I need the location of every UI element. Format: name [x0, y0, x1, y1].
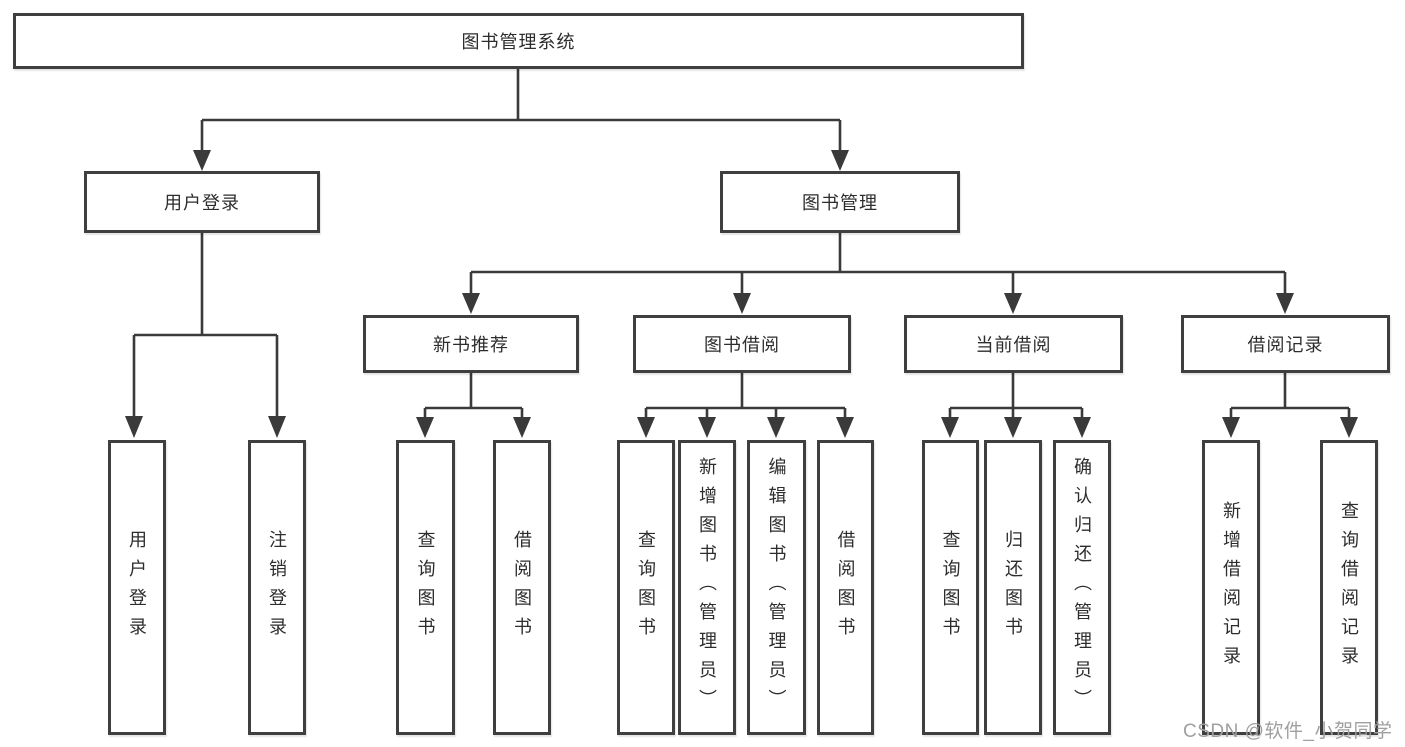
node-label: 确认归还（管理员）: [1072, 457, 1092, 718]
node-label: 图书借阅: [704, 335, 780, 355]
node-label: 当前借阅: [975, 335, 1052, 355]
node-label: 图书管理: [802, 193, 878, 213]
node-label: 查询图书: [415, 529, 436, 646]
leaf-logout: 注销登录: [248, 440, 306, 735]
leaf-add-books-admin: 新增图书（管理员）: [678, 440, 736, 735]
leaf-query-borrow-record: 查询借阅记录: [1320, 440, 1378, 735]
node-label: 借阅图书: [835, 529, 856, 646]
node-borrow-records: 借阅记录: [1181, 315, 1390, 373]
node-label: 用户登录: [164, 193, 240, 213]
node-label: 查询图书: [940, 529, 961, 646]
node-label: 归还图书: [1003, 529, 1023, 646]
node-current-borrow: 当前借阅: [904, 315, 1123, 373]
csdn-watermark: CSDN @软件_小贺同学: [1183, 721, 1393, 742]
leaf-confirm-return-admin: 确认归还（管理员）: [1053, 440, 1111, 735]
node-book-management: 图书管理: [720, 171, 960, 233]
leaf-query-books-current: 查询图书: [922, 440, 979, 735]
node-new-book-recommend: 新书推荐: [363, 315, 579, 373]
node-label: 新增图书（管理员）: [697, 457, 717, 718]
node-label: 新书推荐: [433, 335, 509, 355]
leaf-query-books-recommend: 查询图书: [396, 440, 455, 735]
node-root-system: 图书管理系统: [13, 13, 1024, 69]
leaf-borrow-books-recommend: 借阅图书: [493, 440, 551, 735]
node-label: 借阅记录: [1247, 335, 1324, 355]
leaf-user-login: 用户登录: [108, 440, 166, 735]
node-label: 查询图书: [636, 529, 656, 646]
node-label: 注销登录: [267, 529, 287, 646]
node-label: 借阅图书: [512, 529, 532, 646]
leaf-edit-books-admin: 编辑图书（管理员）: [747, 440, 806, 735]
node-label: 新增借阅记录: [1221, 500, 1241, 675]
leaf-return-books: 归还图书: [984, 440, 1042, 735]
node-book-borrow: 图书借阅: [633, 315, 851, 373]
node-label: 编辑图书（管理员）: [766, 457, 787, 718]
leaf-query-books-borrow: 查询图书: [617, 440, 675, 735]
node-label: 查询借阅记录: [1339, 500, 1359, 675]
leaf-borrow-books-borrow: 借阅图书: [817, 440, 874, 735]
node-user-login: 用户登录: [84, 171, 320, 233]
node-label: 用户登录: [127, 529, 147, 646]
leaf-add-borrow-record: 新增借阅记录: [1202, 440, 1260, 735]
node-label: 图书管理系统: [461, 32, 576, 52]
